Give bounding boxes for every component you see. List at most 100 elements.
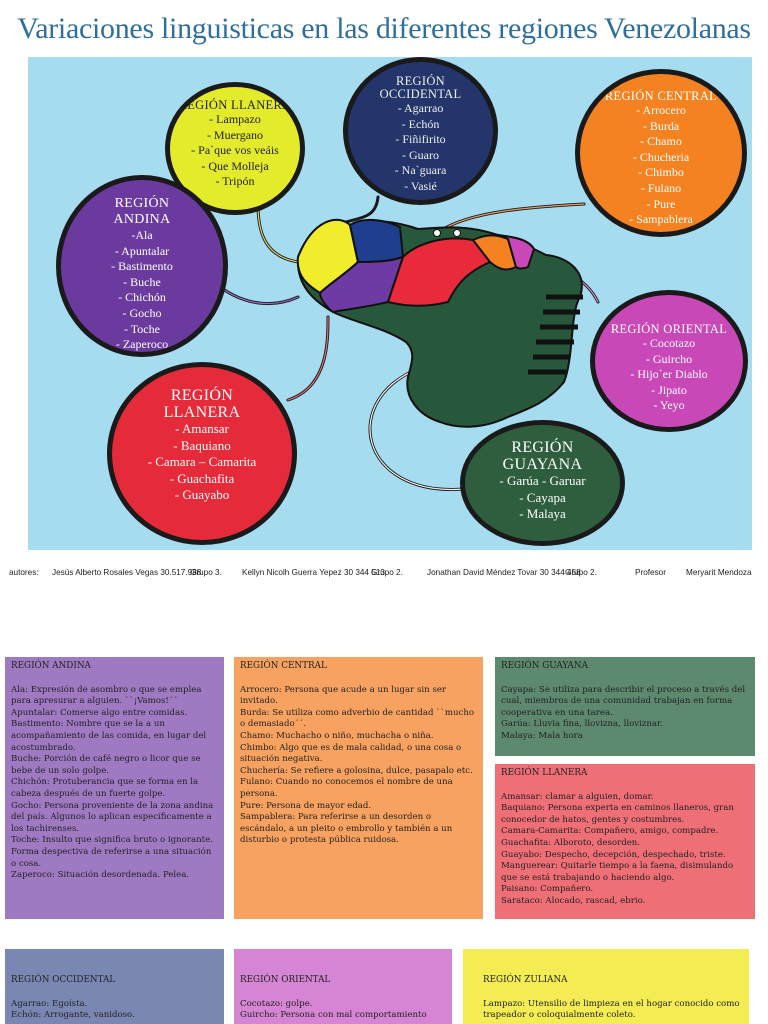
bubble-item: - Yeyo <box>653 398 685 413</box>
bubble-item: - Fulano <box>640 180 682 195</box>
bubble-item: - Guayabo <box>174 487 230 502</box>
bubble-title: OCCIDENTAL <box>379 87 462 101</box>
card-entry: Camara-Camarita: Compañero, amigo, compa… <box>501 826 719 837</box>
regions-diagram: REGIÓN LLANERA - Lampazo - Muergano - Pa… <box>28 57 752 550</box>
bubble-item: - Sampablera <box>629 212 693 227</box>
card-entry: Lampazo: Utensilio de limpieza en el hog… <box>483 998 740 1021</box>
card-region-guayana: REGIÓN GUAYANA Cayapa: Se utiliza para d… <box>495 657 755 756</box>
card-entry: Guayabo: Despecho, decepción, despechado… <box>501 849 726 860</box>
card-entry: Pure: Persona de mayor edad. <box>240 800 372 811</box>
author-1: Jesús Alberto Rosales Vegas 30.517.988 <box>52 568 202 577</box>
bubble-region-oriental: REGIÓN ORIENTAL - Cocotazo - Guircho - H… <box>590 290 748 432</box>
card-entry: Fulano: Cuando no conocemos el nombre de… <box>240 777 453 799</box>
card-entry: Malaya: Mala hora <box>501 730 583 741</box>
card-entry: Apuntalar: Comerse algo entre comidas. <box>11 707 188 718</box>
card-entry: Guircho: Persona con mal comportamiento <box>240 1010 427 1021</box>
card-entry: Chamo: Muchacho o niño, muchacha o niña. <box>240 730 434 741</box>
card-entry: Manguerear: Quitarle tiempo a la faena, … <box>501 861 734 883</box>
card-region-occidental: REGIÓN OCCIDENTAL Agarrao: Egoísta. Echó… <box>5 949 224 1024</box>
bubble-item: - Tripón <box>215 174 255 189</box>
map-dot-2 <box>453 229 461 237</box>
card-region-oriental: REGIÓN ORIENTAL Cocotazo: golpe. Guircho… <box>234 949 452 1024</box>
bubble-region-andina: REGIÓN ANDINA -Ala - Apuntalar - Bastime… <box>56 175 228 357</box>
card-entry: Chichón: Protuberancia que se forma en l… <box>11 777 199 799</box>
bubble-item: - Que Molleja <box>201 158 269 173</box>
bubble-title: ANDINA <box>113 212 171 227</box>
bubble-title: REGIÓN <box>511 439 574 456</box>
card-entry: Gocho: Persona proveniente de la zona an… <box>11 800 214 834</box>
card-title: REGIÓN OCCIDENTAL <box>11 975 116 985</box>
bubble-title: REGIÓN CENTRAL <box>604 89 718 103</box>
bubble-item: - Guachafita <box>169 470 235 486</box>
card-entry: Sarataco: Alocado, rascad, ebrio. <box>501 895 646 906</box>
bubble-region-guayana: REGIÓN GUAYANA - Garúa - Garuar - Cayapa… <box>460 420 625 546</box>
card-entry: Bastimento: Nombre que se la a un acompa… <box>11 719 207 753</box>
map-dot-1 <box>433 229 441 237</box>
card-title: REGIÓN ANDINA <box>11 661 91 671</box>
card-entry: Burda: Se utiliza como adverbio de canti… <box>240 707 475 730</box>
card-title: REGIÓN ZULIANA <box>483 975 568 985</box>
bubble-item: - Toche <box>124 321 160 336</box>
card-region-andina: REGIÓN ANDINA Ala: Expresión de asombro … <box>5 657 224 919</box>
bubble-item: - Buche <box>123 274 161 289</box>
bubble-region-llanera-big: REGIÓN LLANERA - Amansar - Baquiano - Ca… <box>107 362 297 545</box>
card-entry: Paisano: Compañero. <box>501 884 594 895</box>
venezuela-map <box>296 218 583 428</box>
card-entry: Chuchería: Se refiere a golosina, dulce,… <box>240 765 473 776</box>
card-entry: Buche: Porción de café negro o licor que… <box>11 754 201 776</box>
card-entry: Guachafita: Alboroto, desorden. <box>501 837 641 848</box>
bubble-item: - Malaya <box>519 506 566 521</box>
author-3: Jonathan David Méndez Tovar 30 344 458 <box>427 568 581 577</box>
card-entry: Cocotazo: golpe. <box>240 998 313 1009</box>
bubble-item: - Cayapa <box>519 489 566 505</box>
bubble-item: - Lampazo <box>209 112 261 126</box>
card-entry: Agarrao: Egoísta. <box>11 998 88 1009</box>
bubble-item: - Zaperoco <box>115 337 169 352</box>
bubble-item: - Garúa - Garuar <box>499 473 586 488</box>
bubble-title: REGIÓN <box>114 196 170 211</box>
bubble-title: REGIÓN ORIENTAL <box>610 322 728 336</box>
card-region-zuliana: REGIÓN ZULIANA Lampazo: Utensilio de lim… <box>463 949 749 1024</box>
bubble-item: - Chichón <box>118 290 166 305</box>
bubble-item: - Agarrao <box>397 101 444 115</box>
author-2: Kellyn Nicolh Guerra Yepez 30 344 513 <box>242 568 385 577</box>
bubble-item: - Apuntalar <box>114 243 170 258</box>
card-region-central: REGIÓN CENTRAL Arrocero: Persona que acu… <box>234 657 483 919</box>
professor-name: Meryarit Mendoza <box>686 568 752 577</box>
bubble-item: - Gocho <box>122 305 162 320</box>
card-entry: Garúa: Lluvia fina, llovizna, lloviznar. <box>501 719 663 730</box>
bubble-item: - Cocotazo <box>642 336 696 350</box>
card-entry: Zaperoco: Situación desordenada. Pelea. <box>11 870 190 881</box>
bubble-region-central: REGIÓN CENTRAL - Arrocero - Burda - Cham… <box>575 69 747 237</box>
bubble-title: REGIÓN <box>395 74 446 88</box>
bubble-item: - Camara – Camarita <box>147 454 257 469</box>
bubble-item: - Pa`que vos veáis <box>191 143 279 158</box>
authors-label: autores: <box>9 568 39 577</box>
card-region-llanera: REGIÓN LLANERA Amansar: clamar a alguien… <box>495 764 755 919</box>
connector-occidental <box>344 195 380 224</box>
bubble-item: - Hijo`er Diablo <box>630 367 708 382</box>
card-title: REGIÓN CENTRAL <box>240 661 327 671</box>
author-1-group: Grupo 3. <box>190 568 222 577</box>
page-title: Variaciones linguisticas en las diferent… <box>17 12 751 45</box>
bubble-item: - Burda <box>642 118 680 133</box>
bubble-item: - Baquiano <box>173 437 231 453</box>
bubble-item: - Fiñifirito <box>395 132 446 147</box>
bubble-item: - Pure <box>646 196 676 211</box>
author-3-group: Grupo 2. <box>565 568 597 577</box>
card-entry: Echón: Arrogante, vanidoso. <box>11 1010 135 1021</box>
author-2-group: Grupo 2. <box>371 568 403 577</box>
bubble-region-llanera-top: REGIÓN LLANERA - Lampazo - Muergano - Pa… <box>165 82 305 215</box>
bubble-item: - Chamo <box>640 134 682 149</box>
card-title: REGIÓN GUAYANA <box>501 661 588 671</box>
bubble-item: - Guaro <box>402 147 439 162</box>
bubble-item: -Ala <box>131 228 153 242</box>
bubble-title: REGIÓN <box>170 387 234 404</box>
bubble-item: - Echón <box>401 116 440 131</box>
bubble-item: - Muergano <box>206 127 264 142</box>
card-title: REGIÓN ORIENTAL <box>240 975 331 985</box>
card-entry: Toche: Insulto que significa bruto o ign… <box>11 835 213 869</box>
card-entry: Sampablera: Para referirse a un desorden… <box>240 812 453 846</box>
card-entry: Ala: Expresión de asombro o que se emple… <box>11 684 202 707</box>
professor-label: Profesor <box>635 568 666 577</box>
